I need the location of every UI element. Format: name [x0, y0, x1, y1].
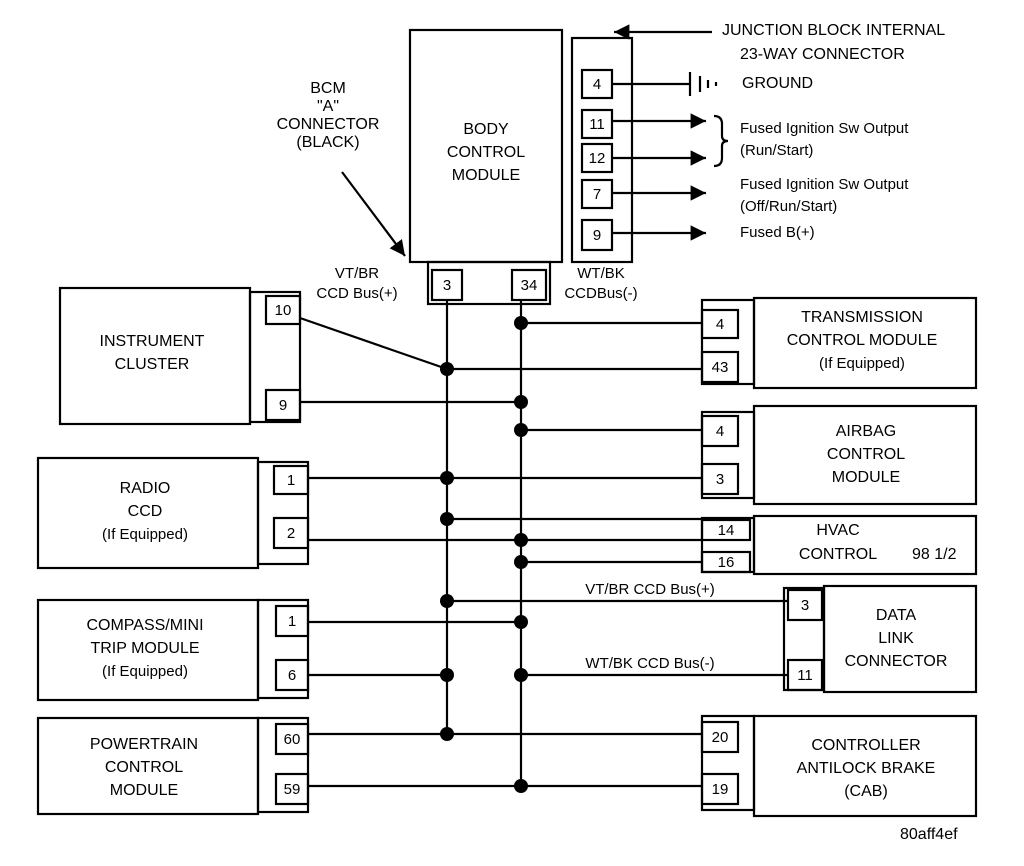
- pcm-pin: 60: [283, 730, 301, 748]
- tcm-pin: 4: [715, 315, 725, 333]
- compass-name: COMPASS/MINI TRIP MODULE (If Equipped): [86, 617, 204, 680]
- bus-minus-label: WT/BK CCDBus(-): [564, 265, 638, 302]
- bcm-pin: 4: [592, 75, 602, 93]
- cab-pin: 19: [711, 780, 729, 798]
- instrument-cluster-pin: 9: [278, 396, 288, 414]
- tcm-pin: 43: [711, 358, 729, 376]
- compass-pin: 6: [287, 666, 297, 684]
- hvac-note: 98 1/2: [912, 546, 957, 563]
- airbag-name: AIRBAG CONTROL MODULE: [826, 423, 906, 486]
- cab-pin: 20: [711, 728, 729, 746]
- hvac-box: [752, 514, 978, 576]
- instrument-cluster-name: INSTRUMENT CLUSTER: [99, 333, 205, 373]
- bus-plus-label: VT/BR CCD Bus(+): [316, 265, 398, 302]
- junction-label-1: JUNCTION BLOCK INTERNAL: [722, 22, 946, 39]
- bcm-bus-pin-plus: 3: [442, 276, 452, 294]
- dlc-name: DATA LINK CONNECTOR: [844, 607, 948, 670]
- cab-name: CONTROLLER ANTILOCK BRAKE (CAB): [796, 737, 936, 800]
- ground-label: GROUND: [742, 75, 814, 92]
- dlc-pin: 3: [800, 596, 810, 614]
- bcm-bus-connector: [426, 260, 552, 306]
- airbag-pin: 4: [715, 422, 725, 440]
- figure-id: 80aff4ef: [900, 826, 958, 843]
- fused-b-label: Fused B(+): [740, 224, 815, 241]
- instrument-cluster-pin: 10: [274, 301, 292, 319]
- bcm-pin: 11: [589, 115, 605, 133]
- radio-pin: 1: [286, 471, 296, 489]
- bus-minus-dlc-label: WT/BK CCD Bus(-): [585, 655, 715, 672]
- off-run-start-label: Fused Ignition Sw Output (Off/Run/Start): [740, 176, 909, 215]
- bcm-pin: 7: [592, 185, 602, 203]
- hvac-pin: 14: [717, 521, 735, 539]
- bcm-connector-column: [570, 36, 634, 264]
- hvac-name: HVAC: [816, 522, 860, 539]
- run-start-label: Fused Ignition Sw Output (Run/Start): [740, 120, 909, 159]
- pcm-name: POWERTRAIN CONTROL MODULE: [89, 736, 199, 799]
- radio-name: RADIO CCD (If Equipped): [102, 480, 188, 543]
- splice-dots: [440, 316, 528, 793]
- hvac-name-2: CONTROL: [798, 546, 878, 563]
- bcm-name: BODY CONTROL MODULE: [446, 121, 526, 184]
- bcm-pin: 9: [592, 226, 602, 244]
- bcm-bus-pin-minus: 34: [520, 276, 538, 294]
- airbag-pin: 3: [715, 470, 725, 488]
- tcm-name: TRANSMISSION CONTROL MODULE (If Equipped…: [786, 309, 938, 372]
- dlc-pin: 11: [797, 666, 813, 684]
- pcm-pin: 59: [283, 780, 301, 798]
- junction-label-2: 23-WAY CONNECTOR: [740, 46, 905, 63]
- hvac-pin: 16: [717, 553, 735, 571]
- radio-pin: 2: [286, 524, 296, 542]
- bus-plus-dlc-label: VT/BR CCD Bus(+): [585, 581, 715, 598]
- compass-pin: 1: [287, 612, 297, 630]
- bcm-connector-label: BCM "A" CONNECTOR (BLACK): [276, 80, 380, 151]
- bcm-pin: 12: [588, 149, 606, 167]
